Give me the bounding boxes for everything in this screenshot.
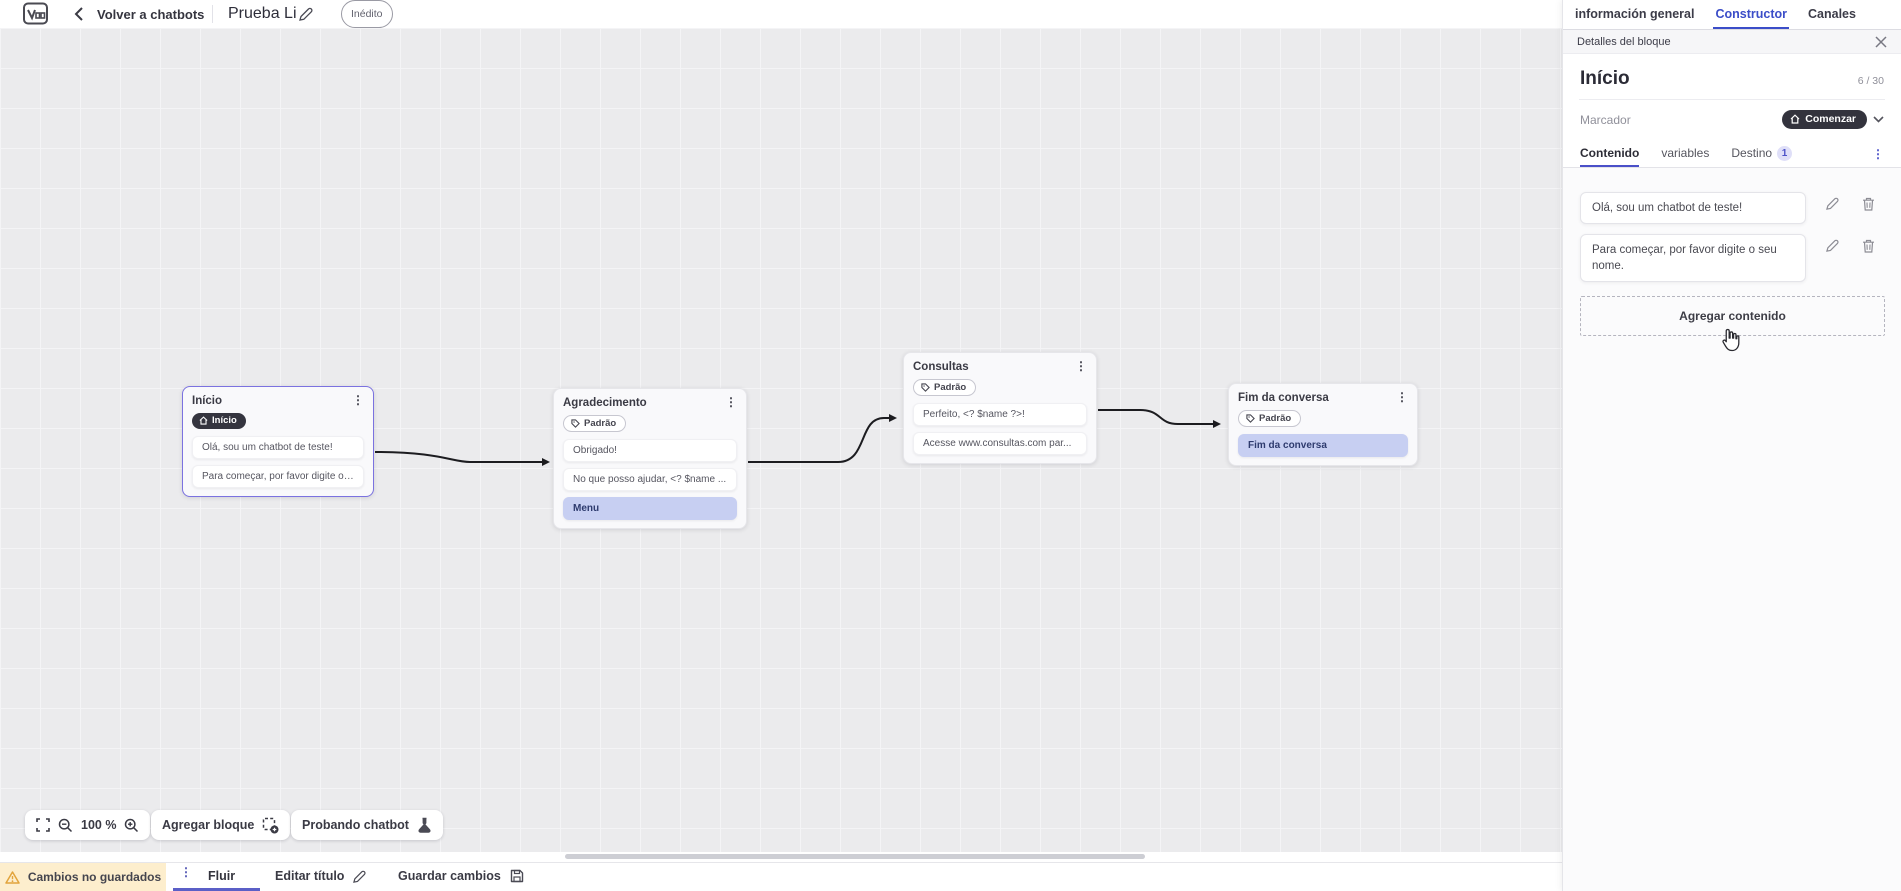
- marker-label: Marcador: [1580, 112, 1631, 127]
- save-icon: [510, 869, 524, 883]
- block-detail-tabs: Contenido variables Destino 1 ⋮: [1563, 141, 1901, 168]
- add-block-icon: [263, 817, 279, 833]
- node-title: Fim da conversa: [1238, 392, 1329, 404]
- block-title: Início: [1580, 68, 1630, 89]
- node-agradecimento[interactable]: Agradecimento ⋮ Padrão Obrigado! No que …: [553, 388, 747, 529]
- node-menu-icon[interactable]: ⋮: [1075, 359, 1087, 373]
- block-name-counter: 6 / 30: [1857, 75, 1884, 87]
- chevron-down-icon[interactable]: [1873, 116, 1884, 123]
- home-icon: [199, 416, 208, 425]
- edit-title-label: Editar título: [275, 869, 345, 883]
- panel-title: Detalles del bloque: [1577, 35, 1671, 48]
- zoom-out-icon[interactable]: [58, 818, 73, 833]
- delete-content-icon[interactable]: [1862, 197, 1875, 211]
- node-title: Agradecimento: [563, 397, 647, 409]
- tag-icon: [1246, 413, 1255, 423]
- default-badge: Padrão: [563, 415, 627, 432]
- content-item-row: Olá, sou um chatbot de teste!: [1580, 192, 1885, 224]
- edit-title-pencil-icon[interactable]: [299, 0, 313, 28]
- destination-count-badge: 1: [1777, 145, 1793, 161]
- zoom-controls: 100 %: [25, 810, 151, 840]
- marker-value-button[interactable]: Comenzar: [1782, 110, 1867, 129]
- delete-content-icon[interactable]: [1862, 239, 1875, 253]
- unsaved-changes-chip: Cambios no guardados: [0, 863, 166, 891]
- section-divider: [1579, 99, 1885, 100]
- node-consultas[interactable]: Consultas ⋮ Padrão Perfeito, <? $name ?>…: [903, 352, 1097, 464]
- node-menu-icon[interactable]: ⋮: [352, 393, 364, 407]
- edit-title-button[interactable]: Editar título: [275, 869, 367, 883]
- start-badge: Início: [192, 413, 246, 429]
- block-header-section: Início 6 / 30 Marcador Comenzar: [1563, 54, 1901, 129]
- active-tab-underline: [173, 888, 260, 891]
- node-title: Início: [192, 395, 223, 407]
- chatbot-title: Prueba Li: [228, 5, 297, 22]
- block-details-panel: información general Constructor Canales …: [1562, 0, 1901, 891]
- zoom-level: 100 %: [81, 818, 117, 832]
- top-header: Volver a chatbots Prueba Li Inédito: [0, 0, 1562, 28]
- node-end-card[interactable]: Fim da conversa: [1238, 433, 1408, 457]
- add-block-label: Agregar bloque: [162, 818, 255, 832]
- unsaved-changes-label: Cambios no guardados: [27, 870, 162, 884]
- canvas-scrollbar-track: [0, 852, 1562, 862]
- node-fim-da-conversa[interactable]: Fim da conversa ⋮ Padrão Fim da conversa: [1228, 383, 1418, 466]
- zoom-in-icon[interactable]: [124, 818, 139, 833]
- content-message[interactable]: Olá, sou um chatbot de teste!: [1580, 192, 1806, 224]
- node-message-card[interactable]: Perfeito, <? $name ?>!: [913, 402, 1087, 426]
- tab-constructor[interactable]: Constructor: [1713, 0, 1790, 29]
- close-panel-icon[interactable]: [1875, 35, 1887, 48]
- node-message-card[interactable]: Acesse www.consultas.com par...: [913, 431, 1087, 455]
- header-divider: [212, 5, 213, 23]
- node-menu-card[interactable]: Menu: [563, 496, 737, 520]
- flask-icon: [418, 817, 431, 833]
- edit-content-icon[interactable]: [1826, 197, 1839, 210]
- node-inicio[interactable]: Início ⋮ Início Olá, sou um chatbot de t…: [182, 386, 374, 497]
- node-message-card[interactable]: No que posso ajudar, <? $name ...: [563, 467, 737, 491]
- default-badge: Padrão: [1238, 410, 1302, 427]
- node-message-card[interactable]: Para começar, por favor digite o ...: [192, 465, 364, 488]
- tab-informacion-general[interactable]: información general: [1575, 6, 1695, 21]
- tab-canales[interactable]: Canales: [1808, 6, 1856, 21]
- default-badge: Padrão: [913, 379, 977, 396]
- canvas-scrollbar-thumb[interactable]: [565, 854, 1145, 859]
- app-logo-icon: [22, 0, 49, 28]
- tag-icon: [571, 418, 580, 428]
- save-changes-button[interactable]: Guardar cambios: [398, 869, 524, 883]
- save-changes-label: Guardar cambios: [398, 869, 501, 883]
- test-chatbot-label: Probando chatbot: [302, 818, 409, 832]
- home-icon: [1790, 114, 1800, 124]
- content-tab-body: Olá, sou um chatbot de teste! Para começ…: [1563, 168, 1901, 891]
- edit-content-icon[interactable]: [1826, 239, 1839, 252]
- tag-icon: [921, 382, 930, 392]
- back-to-chatbots-link[interactable]: Volver a chatbots: [97, 6, 205, 22]
- node-message-card[interactable]: Obrigado!: [563, 438, 737, 462]
- warning-icon: [5, 870, 20, 884]
- status-badge: Inédito: [341, 0, 393, 28]
- back-arrow-icon[interactable]: [74, 0, 83, 28]
- block-tabs-menu-icon[interactable]: ⋮: [1872, 146, 1884, 161]
- fullscreen-icon[interactable]: [36, 818, 50, 832]
- content-message[interactable]: Para começar, por favor digite o seu nom…: [1580, 234, 1806, 282]
- add-block-button[interactable]: Agregar bloque: [151, 810, 291, 840]
- builder-nav-tabs: información general Constructor Canales: [1563, 0, 1901, 30]
- tab-destino[interactable]: Destino 1: [1731, 141, 1793, 167]
- tab-fluir[interactable]: Fluir: [208, 869, 236, 883]
- pencil-icon: [353, 870, 367, 883]
- flow-tab-menu-icon[interactable]: ⋮: [180, 865, 192, 879]
- node-menu-icon[interactable]: ⋮: [1396, 390, 1408, 404]
- node-menu-icon[interactable]: ⋮: [725, 395, 737, 409]
- flow-canvas[interactable]: Início ⋮ Início Olá, sou um chatbot de t…: [0, 28, 1562, 852]
- node-message-card[interactable]: Olá, sou um chatbot de teste!: [192, 436, 364, 459]
- tab-variables[interactable]: variables: [1661, 146, 1710, 160]
- content-item-row: Para começar, por favor digite o seu nom…: [1580, 234, 1885, 282]
- tab-contenido[interactable]: Contenido: [1580, 141, 1640, 167]
- bottom-status-bar: Cambios no guardados ⋮ Fluir Editar títu…: [0, 862, 1562, 891]
- panel-header-band: Detalles del bloque: [1563, 30, 1901, 54]
- add-content-button[interactable]: Agregar contenido: [1580, 296, 1885, 336]
- node-title: Consultas: [913, 361, 969, 373]
- test-chatbot-button[interactable]: Probando chatbot: [291, 810, 443, 840]
